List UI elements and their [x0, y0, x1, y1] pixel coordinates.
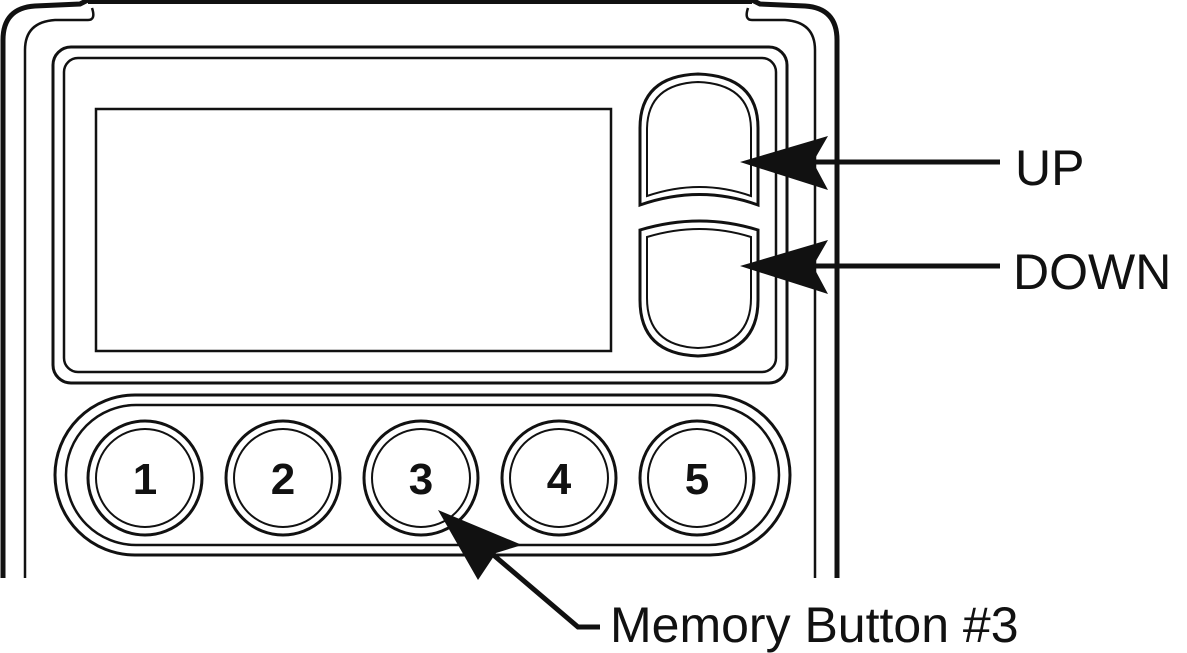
- down-button[interactable]: [638, 219, 760, 358]
- memory-button-label: 1: [133, 455, 157, 504]
- memory-button-label: Memory Button #3: [610, 597, 1019, 653]
- device-housing: [0, 0, 840, 578]
- memory-button-inner-ring: [95, 428, 195, 528]
- down-arrowhead: [740, 240, 828, 294]
- memory-button-outer-ring: [362, 419, 480, 537]
- memory-buttons: 1 2 3 4 5: [86, 419, 756, 537]
- down-label: DOWN: [1013, 244, 1171, 300]
- memory-button-1[interactable]: 1: [86, 419, 204, 537]
- memory-button-tray: [53, 393, 792, 557]
- up-button[interactable]: [638, 72, 760, 208]
- memory-button-inner-ring: [509, 428, 609, 528]
- up-callout: UP: [740, 136, 1084, 196]
- memory-button-3[interactable]: 3: [362, 419, 480, 537]
- memory-button-arrowhead: [438, 510, 522, 580]
- memory-button-2[interactable]: 2: [224, 419, 342, 537]
- memory-button-label: 4: [547, 455, 572, 504]
- memory-button-4[interactable]: 4: [500, 419, 618, 537]
- memory-button-inner-ring: [647, 428, 747, 528]
- memory-button-outer-ring: [86, 419, 204, 537]
- up-label: UP: [1015, 140, 1084, 196]
- memory-button-label: 2: [271, 455, 295, 504]
- memory-button-label: 5: [685, 455, 709, 504]
- up-arrowhead: [740, 136, 828, 190]
- memory-button-outer-ring: [500, 419, 618, 537]
- down-callout: DOWN: [740, 240, 1171, 300]
- memory-button-inner-ring: [233, 428, 333, 528]
- memory-button-callout: Memory Button #3: [438, 510, 1019, 653]
- lcd-screen: [94, 107, 613, 353]
- display-bezel: [51, 45, 789, 385]
- memory-button-5[interactable]: 5: [638, 419, 756, 537]
- memory-button-outer-ring: [224, 419, 342, 537]
- memory-button-inner-ring: [371, 428, 471, 528]
- memory-button-label: 3: [409, 455, 433, 504]
- memory-button-outer-ring: [638, 419, 756, 537]
